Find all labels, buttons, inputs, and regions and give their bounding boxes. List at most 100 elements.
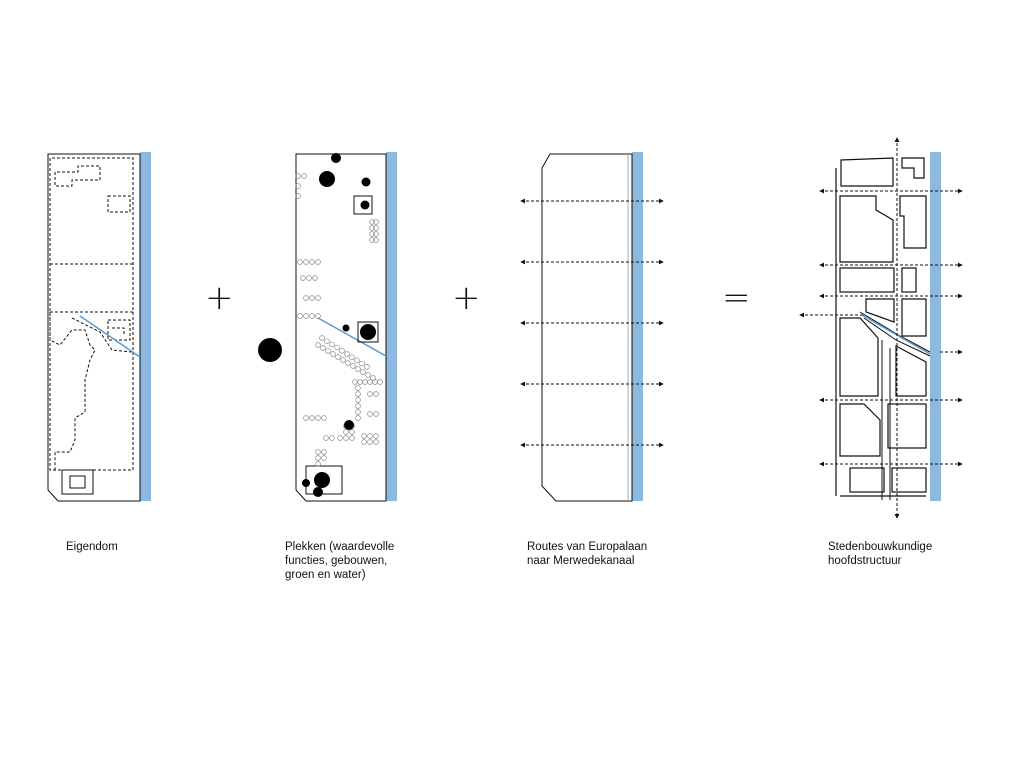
tree-circle	[354, 357, 360, 364]
tree-circle	[361, 433, 367, 439]
tree-circle	[303, 295, 309, 301]
main-streets	[859, 311, 931, 500]
green-water-route	[317, 317, 387, 357]
place-dot	[344, 420, 354, 430]
panel-plekken	[295, 152, 397, 502]
tree-circle	[355, 415, 361, 421]
place-dot	[313, 487, 323, 497]
tree-circle	[297, 313, 303, 319]
tree-circle	[349, 354, 355, 360]
tree-circle	[340, 357, 346, 363]
tree-circle	[352, 379, 358, 385]
building-inner	[69, 475, 86, 489]
tree-circle	[355, 403, 361, 409]
building-box	[61, 469, 94, 495]
building-box	[357, 321, 379, 343]
tree-circle	[359, 360, 365, 367]
tree-circle	[337, 435, 343, 441]
tree-circle	[315, 461, 321, 467]
tree-circle	[355, 391, 361, 397]
tree-circle	[303, 415, 309, 421]
tree-circle	[320, 345, 326, 351]
tree-circle	[295, 193, 301, 199]
tree-circle	[343, 429, 349, 435]
tree-circle	[321, 415, 327, 421]
tree-circle	[344, 351, 350, 357]
tree-circle	[367, 379, 373, 385]
caption-structuur: Stedenbouwkundige hoofdstructuur	[828, 541, 933, 567]
tree-circle	[339, 348, 345, 354]
tree-circle	[369, 219, 375, 225]
place-dot	[361, 177, 371, 187]
site-outline	[295, 153, 387, 502]
tree-circle	[315, 295, 321, 301]
tree-circle	[295, 183, 301, 189]
caption-routes: Routes van Europalaan naar Merwedekanaal	[527, 541, 648, 567]
tree-circle	[303, 313, 309, 319]
tree-circle	[373, 411, 379, 417]
tree-circle	[309, 295, 315, 301]
place-dot	[314, 472, 330, 488]
tree-circle	[355, 397, 361, 403]
tree-circle	[295, 173, 301, 179]
tree-circle	[373, 225, 379, 231]
tree-circle	[300, 275, 306, 281]
tree-circle	[321, 455, 327, 461]
tree-circle	[309, 259, 315, 265]
tree-circle	[335, 354, 341, 360]
place-dot	[331, 153, 341, 163]
site-outline	[541, 153, 633, 502]
tree-circle	[315, 449, 321, 455]
tree-circle	[369, 237, 375, 243]
tree-circle	[367, 439, 373, 445]
route-arrows	[520, 198, 664, 448]
tree-circle	[367, 391, 373, 397]
canal-strip	[140, 152, 151, 501]
property-boundaries	[49, 157, 134, 471]
tree-circle	[309, 313, 315, 319]
tree-circle	[325, 348, 331, 354]
tree-circle	[329, 341, 335, 348]
canal-strip	[930, 152, 941, 501]
tree-circle	[306, 275, 312, 281]
tree-circle	[329, 435, 335, 441]
tree-circle	[377, 379, 383, 385]
equals-operator: =	[722, 278, 751, 318]
tree-circle	[373, 439, 379, 445]
tree-circle	[362, 379, 368, 385]
caption-eigendom: Eigendom	[66, 541, 118, 553]
tree-circle	[367, 433, 373, 439]
tree-circle	[315, 259, 321, 265]
panel-structuur	[799, 137, 963, 519]
tree-circle	[315, 342, 321, 348]
tree-circle	[349, 435, 355, 441]
tree-circle	[334, 344, 340, 351]
tree-circle	[309, 415, 315, 421]
building-blocks	[835, 157, 927, 497]
site-outline	[47, 153, 141, 502]
canal-strip	[386, 152, 397, 501]
tree-circle	[323, 435, 329, 441]
tree-circle	[365, 372, 371, 378]
caption-plekken: Plekken (waardevolle functies, gebouwen,…	[285, 541, 395, 581]
tree-circle	[297, 259, 303, 265]
panel-eigendom	[47, 152, 151, 502]
tree-circle	[345, 360, 351, 366]
tree-circle	[303, 259, 309, 265]
panel-routes	[520, 152, 664, 502]
tree-circle	[315, 455, 321, 461]
plus-operator: +	[205, 278, 234, 318]
green-water-route	[79, 315, 141, 358]
tree-circle	[373, 219, 379, 225]
canal-strip	[632, 152, 643, 501]
tree-circle	[315, 415, 321, 421]
tree-circle	[350, 363, 356, 369]
tree-circle	[321, 449, 327, 455]
tree-circle	[355, 385, 361, 391]
place-dot	[342, 324, 350, 332]
building-box	[353, 195, 373, 215]
tree-circle	[373, 433, 379, 439]
structure-arrows	[799, 137, 963, 519]
tree-circle	[357, 379, 363, 385]
